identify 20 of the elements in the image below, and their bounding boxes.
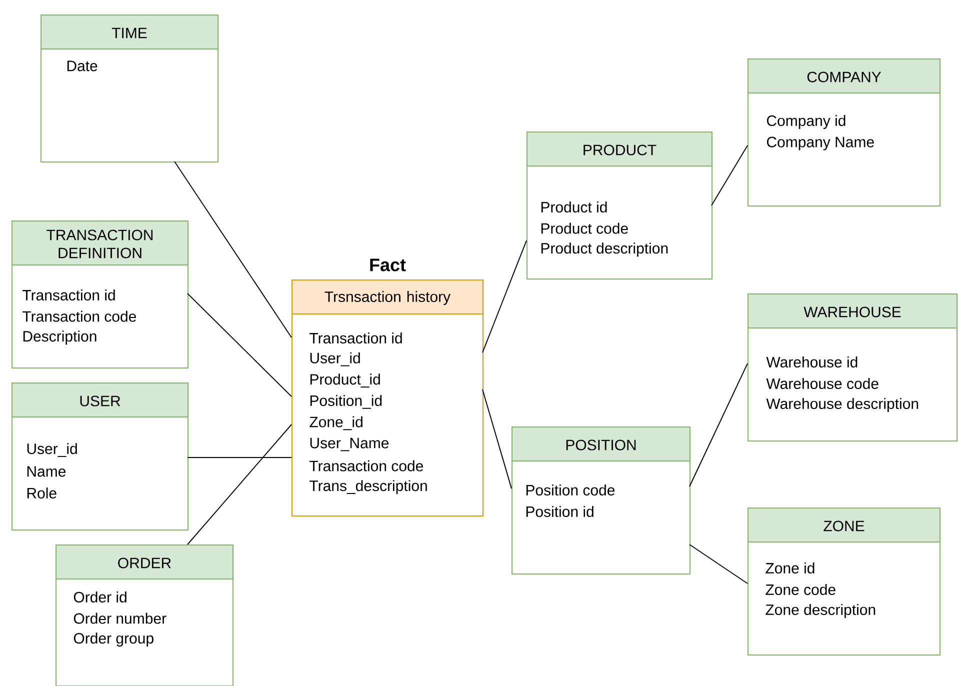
connector-line (689, 363, 748, 487)
connector-line (174, 161, 292, 338)
table-box: TRANSACTION DEFINITION Transaction id Transaction code Description (12, 220, 188, 368)
table-box: PRODUCT Product id Product code Product description (526, 132, 712, 280)
node-label: Fact (370, 258, 406, 272)
table-box: TIME Date (40, 14, 218, 162)
connector-line (187, 457, 292, 458)
connector-line (482, 389, 512, 489)
table-box: COMPANY Company id Company Name (748, 58, 940, 206)
connector-line (711, 145, 748, 206)
table-box: POSITION Position code Position id (512, 426, 690, 574)
table-box: WAREHOUSE Warehouse id Warehouse code Warehouse description (748, 294, 958, 442)
connector-line (187, 424, 292, 545)
connector-line (187, 293, 292, 397)
connector-line (689, 544, 748, 584)
table-box: USER User_id Name Role (12, 382, 188, 530)
table-box: Fact Trsnsaction history Transaction id User_id Product_id Position_id Zone_id User_Name Transaction code Trans_description (292, 258, 484, 516)
table-box: ORDER Order id Order number Order group (56, 544, 234, 686)
table-box: ZONE Zone id Zone code Zone description (748, 508, 940, 656)
connector-line (482, 240, 527, 353)
